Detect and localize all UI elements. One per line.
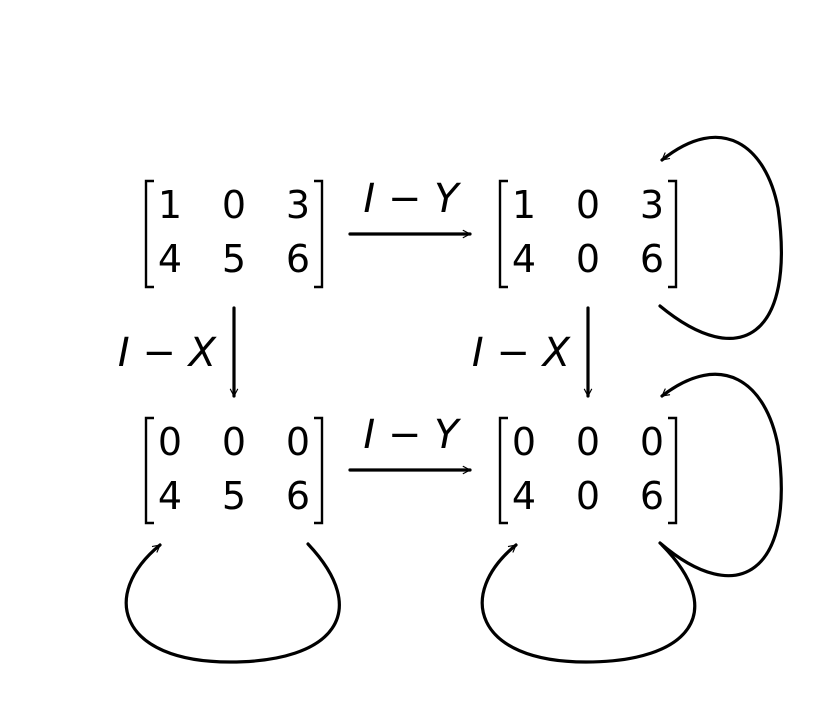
self-loop-bottom-right-side [658,372,783,578]
matrix-bottom-left: 0 0 0 4 5 6 [144,416,324,525]
right-bracket [314,416,324,525]
right-bracket [314,179,324,289]
left-bracket [498,179,508,289]
matrix-cell: 0 [512,420,536,464]
self-loop-bottom-left [124,542,341,664]
matrix-cell: 0 [222,420,246,464]
right-bracket [668,416,678,525]
matrix-cell: 6 [640,237,664,281]
matrix-top-right: 1 0 3 4 0 6 [498,179,678,289]
matrix-cell: 0 [158,420,182,464]
arrow-label: I − X [472,330,572,376]
matrix-cell: 6 [640,474,664,518]
matrix-cell: 4 [158,474,182,518]
arrow-label: I − Y [363,176,462,222]
arrow-label: I − Y [363,412,462,458]
arrow-bottom-horizontal: I − Y [348,412,472,475]
matrix-cell: 4 [158,237,182,281]
matrix-cell: 0 [640,420,664,464]
arrow-label: I − X [118,330,218,376]
arrow-top-horizontal: I − Y [348,176,472,239]
matrix-cell: 5 [222,237,246,281]
left-bracket [144,179,154,289]
matrix-cell: 0 [286,420,310,464]
matrix-cell: 6 [286,474,310,518]
matrix-cell: 4 [512,237,536,281]
matrix-cell: 5 [222,474,246,518]
matrix-cell: 0 [576,420,600,464]
matrix-cell: 6 [286,237,310,281]
left-bracket [144,416,154,525]
right-bracket [668,179,678,289]
left-bracket [498,416,508,525]
matrix-cell: 1 [512,183,536,227]
self-loop-bottom-right-under [480,543,697,664]
matrix-cell: 0 [576,474,600,518]
matrix-cell: 1 [158,183,182,227]
matrix-cell: 3 [286,183,310,227]
arrow-left-vertical: I − X [118,306,239,398]
matrix-cell: 4 [512,474,536,518]
self-loop-top-right [658,135,783,340]
matrix-bottom-right: 0 0 0 4 0 6 [498,416,678,525]
matrix-top-left: 1 0 3 4 5 6 [144,179,324,289]
arrow-right-vertical: I − X [472,306,593,398]
matrix-cell: 0 [576,237,600,281]
matrix-cell: 3 [640,183,664,227]
matrix-cell: 0 [576,183,600,227]
matrix-cell: 0 [222,183,246,227]
